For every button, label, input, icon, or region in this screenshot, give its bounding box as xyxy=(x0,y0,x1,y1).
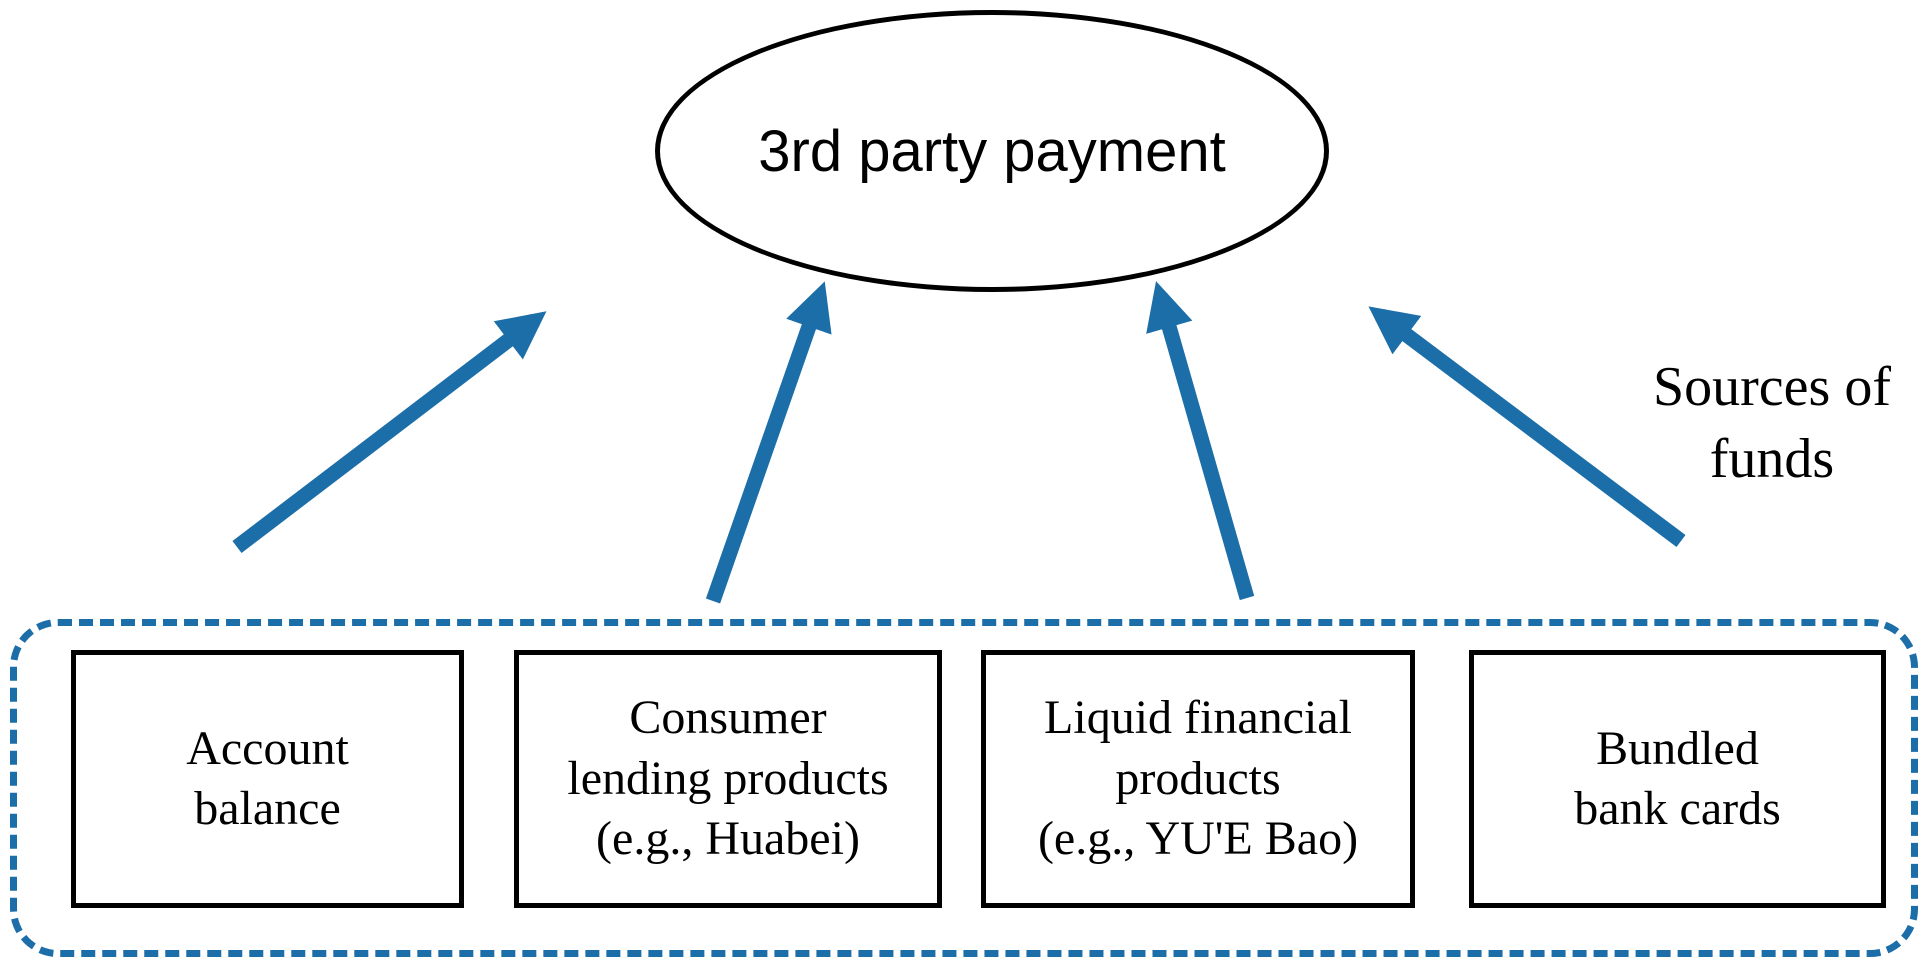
sources-of-funds-label: Sources of funds xyxy=(1653,356,1891,490)
arrow-account-balance-to-payment xyxy=(232,311,547,553)
third-party-payment-node: 3rd party payment xyxy=(655,10,1329,292)
box-account-balance-label: Account balance xyxy=(186,721,349,835)
box-consumer-lending-products-label: Consumer lending products (e.g., Huabei) xyxy=(567,691,889,866)
arrow-liquid-financial-to-payment xyxy=(1146,281,1255,601)
box-consumer-lending-products: Consumer lending products (e.g., Huabei) xyxy=(514,650,942,908)
box-liquid-financial-products: Liquid financial products (e.g., YU'E Ba… xyxy=(981,650,1415,908)
box-account-balance: Account balance xyxy=(71,650,464,908)
box-bundled-bank-cards: Bundled bank cards xyxy=(1469,650,1886,908)
third-party-payment-label: 3rd party payment xyxy=(758,118,1226,184)
box-bundled-bank-cards-label: Bundled bank cards xyxy=(1574,721,1781,835)
arrow-consumer-lending-to-payment xyxy=(705,281,832,604)
box-liquid-financial-products-label: Liquid financial products (e.g., YU'E Ba… xyxy=(1037,691,1359,866)
